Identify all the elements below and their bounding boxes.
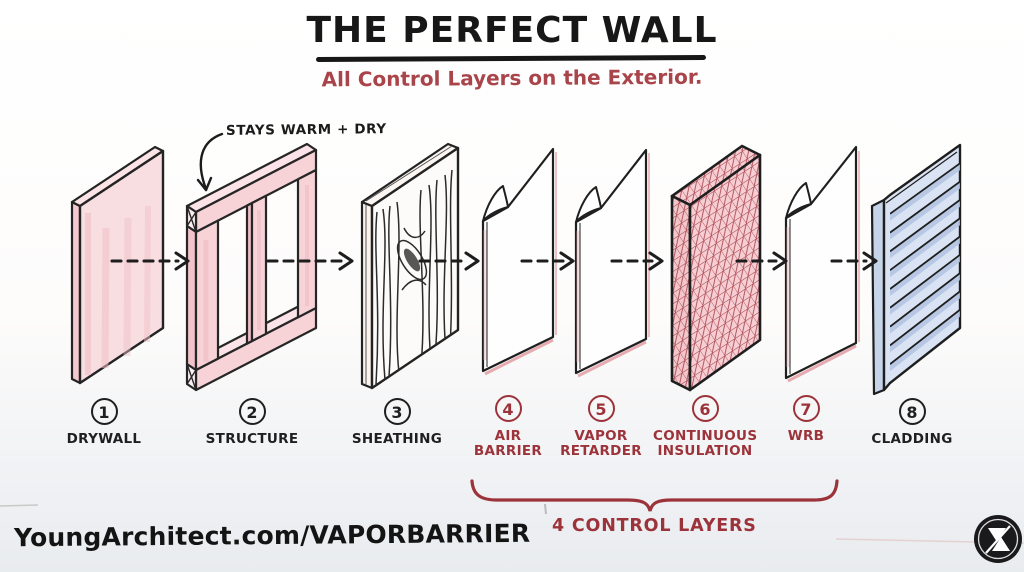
layer-number-badge: 8 <box>898 398 926 425</box>
layer-label: CONTINUOUS INSULATION <box>653 428 758 460</box>
annotation-arrow <box>196 132 224 192</box>
layer-label: DRYWALL <box>66 431 142 447</box>
layer-label: AIR BARRIER <box>473 428 543 460</box>
panel-insulation-drawing <box>670 144 762 392</box>
layer-label: SHEATHING <box>351 431 443 447</box>
stays-warm-dry-annotation: STAYS WARM + DRY <box>225 121 387 139</box>
page-title: THE PERFECT WALL <box>306 10 718 51</box>
layer-number-badge: 3 <box>383 398 411 425</box>
panel-drywall-drawing <box>70 145 165 385</box>
panel-wrb-drawing <box>784 145 860 383</box>
panel-structure-drawing <box>185 142 318 392</box>
layer-label: CLADDING <box>871 431 953 447</box>
layer-number-badge: 1 <box>90 398 118 425</box>
layer-number-badge: 4 <box>494 395 522 422</box>
layer-number-badge: 6 <box>691 395 719 422</box>
flow-arrows <box>110 251 878 271</box>
layer-label: WRB <box>787 428 825 444</box>
layer-item-cladding: 8 CLADDING <box>850 398 974 447</box>
control-layers-count-label: 4 CONTROL LAYERS <box>552 516 757 536</box>
panel-sheathing-drawing <box>360 142 460 390</box>
layer-number-badge: 5 <box>587 395 615 422</box>
footer-url: YoungArchitect.com/VAPORBARRIER <box>13 518 531 553</box>
layer-number-badge: 2 <box>238 398 266 425</box>
layer-item-continuous-insulation: 6 CONTINUOUS INSULATION <box>643 395 767 460</box>
young-architect-logo <box>974 515 1022 563</box>
page-subtitle: All Control Layers on the Exterior. <box>321 64 703 92</box>
panel-air-barrier-drawing <box>481 147 557 376</box>
layer-item-wrb: 7 WRB <box>744 395 868 444</box>
layer-item-structure: 2 STRUCTURE <box>190 398 314 447</box>
layer-number-badge: 7 <box>792 395 820 422</box>
layer-item-vapor-retarder: 5 VAPOR RETARDER <box>539 395 663 460</box>
layer-label: STRUCTURE <box>205 431 299 447</box>
panel-vapor-retarder-drawing <box>574 148 650 378</box>
layer-item-drywall: 1 DRYWALL <box>42 398 166 447</box>
panel-cladding-drawing <box>870 143 962 396</box>
layer-item-sheathing: 3 SHEATHING <box>335 398 459 447</box>
layer-label: VAPOR RETARDER <box>560 428 642 460</box>
layer-item-air-barrier: 4 AIR BARRIER <box>446 395 570 460</box>
control-layers-bracket <box>470 479 839 512</box>
